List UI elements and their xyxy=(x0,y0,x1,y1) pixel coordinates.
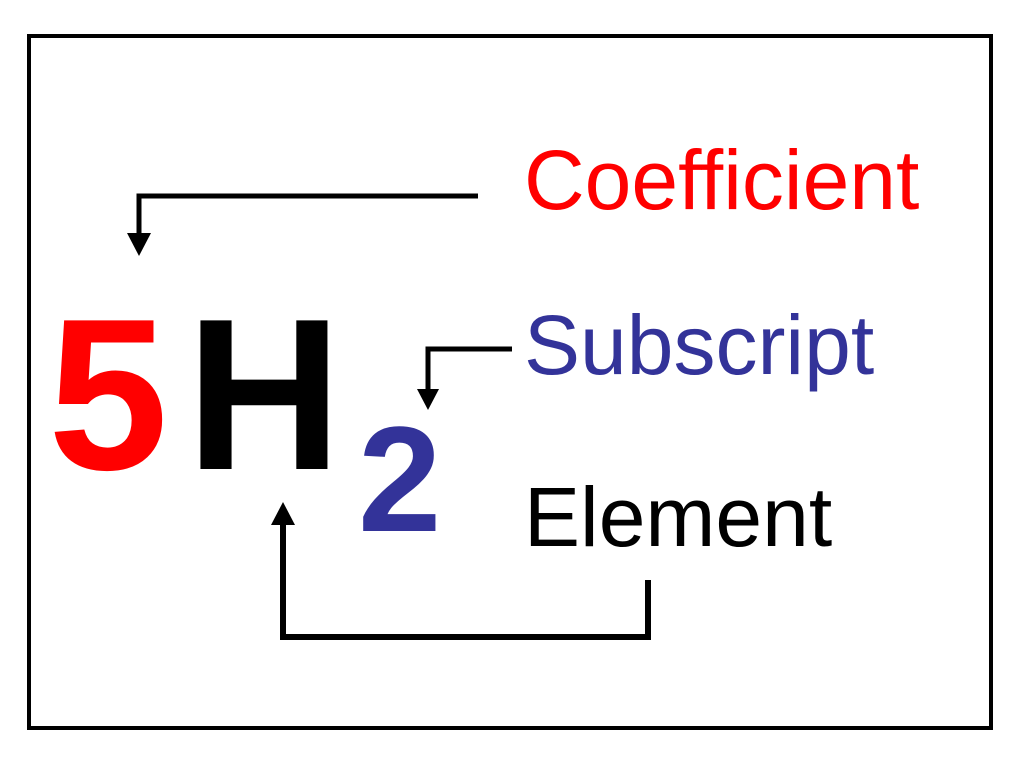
label-element: Element xyxy=(524,470,833,564)
formula-element-symbol: H xyxy=(186,273,342,515)
formula-subscript: 2 xyxy=(358,395,442,563)
label-subscript: Subscript xyxy=(524,298,875,392)
formula-coefficient: 5 xyxy=(48,273,169,515)
label-coefficient: Coefficient xyxy=(524,133,920,227)
diagram-frame xyxy=(27,34,993,730)
